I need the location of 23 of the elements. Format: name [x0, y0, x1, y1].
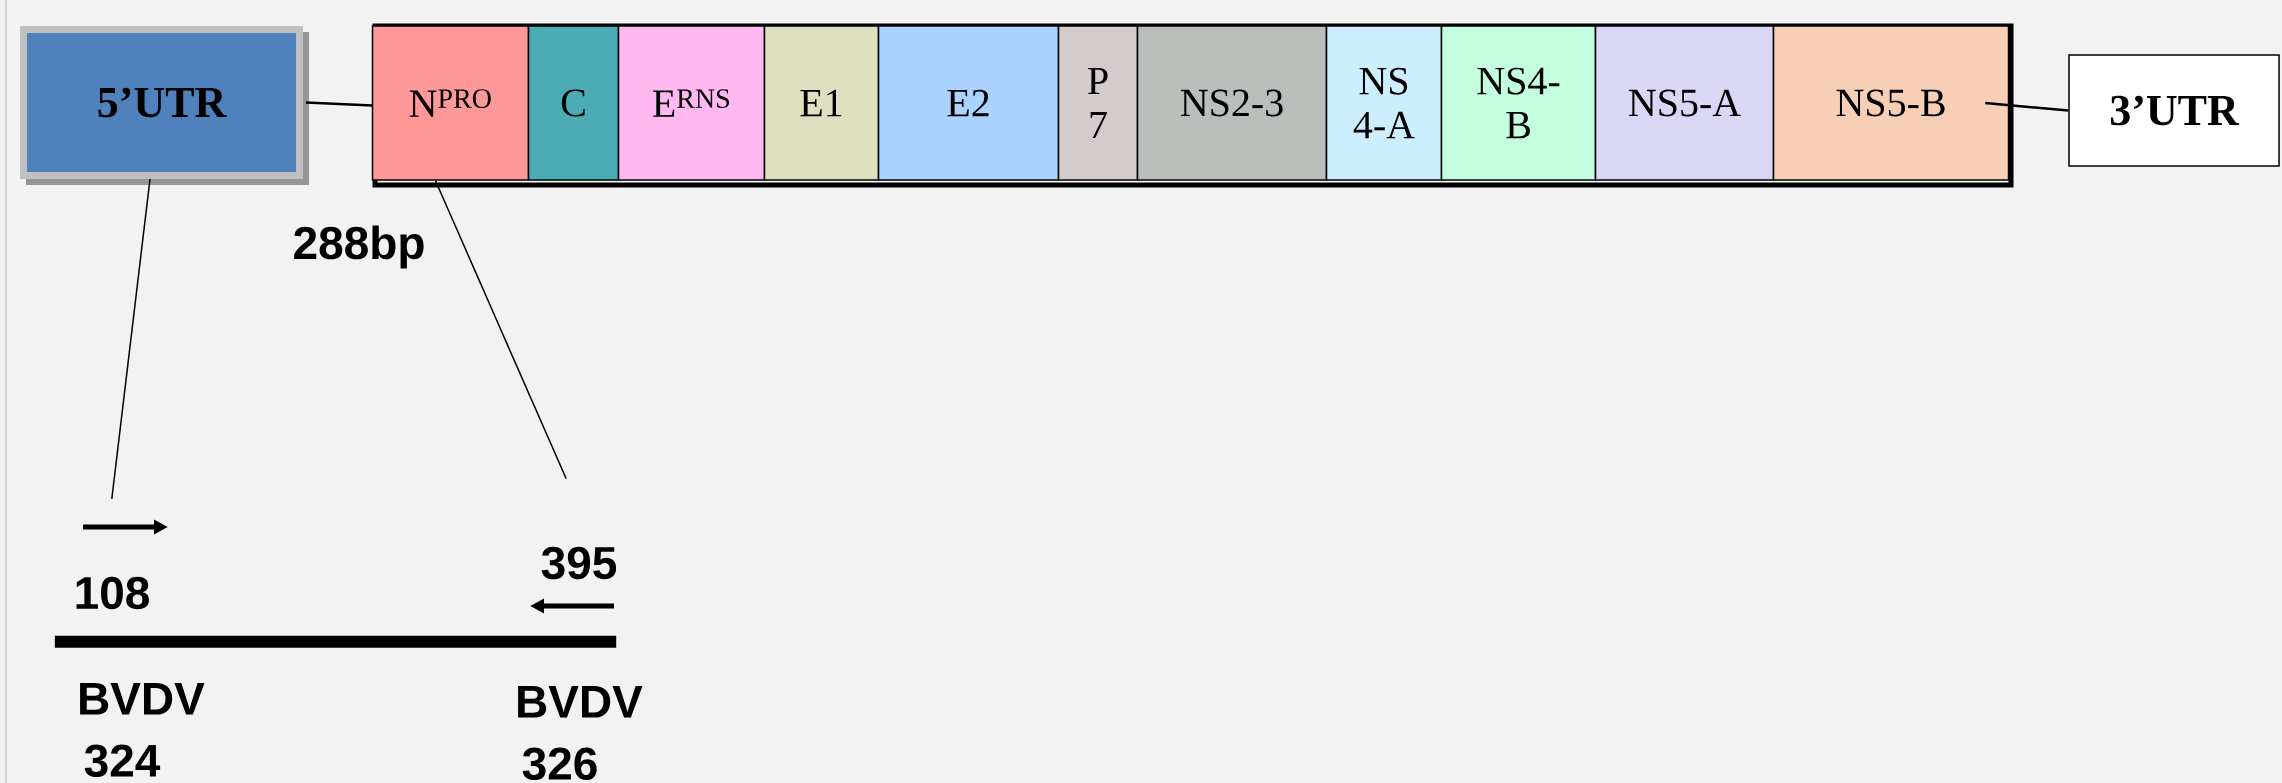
gene-segment: E2 — [877, 25, 1060, 181]
genome-box — [372, 23, 2014, 188]
gene-segment: C — [527, 25, 620, 181]
gene-segment: P 7 — [1057, 25, 1139, 181]
annotation-label: 108 — [76, 576, 149, 610]
amplicon-drawing — [54, 519, 617, 648]
zoom-line — [434, 180, 567, 480]
utr-box: 5’UTR — [20, 26, 309, 185]
gene-segment: N$^{PRO}$ — [371, 25, 530, 181]
annotation-label: 288bp — [294, 225, 424, 269]
connector-line — [1985, 101, 2069, 112]
gene-segment: E1 — [763, 25, 880, 181]
gene-segment: NS 4-A — [1325, 25, 1443, 181]
annotation-label: 395 — [541, 546, 617, 580]
annotation-label: BVDV 326 — [518, 685, 643, 781]
gene-segment: NS2-3 — [1136, 25, 1328, 181]
gene-segment: NS5-B — [1772, 25, 2010, 181]
gene-segment: NS5-A — [1594, 25, 1775, 181]
connector-line — [305, 101, 373, 107]
zoom-line — [111, 178, 151, 500]
gene-segment: NS4- B — [1440, 25, 1597, 181]
gene-segment: E$^{RNS}$ — [617, 25, 766, 181]
utr-box: 3’UTR — [2068, 54, 2280, 167]
